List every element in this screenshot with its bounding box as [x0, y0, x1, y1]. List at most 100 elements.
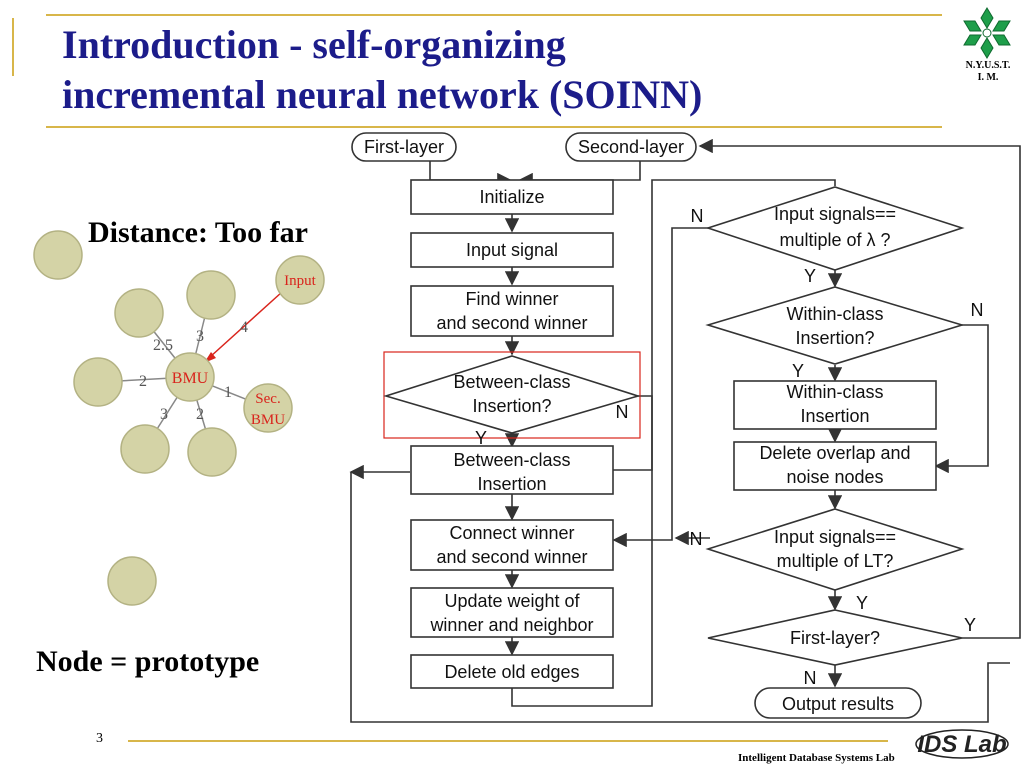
node: [120, 424, 170, 474]
input-node: [275, 255, 325, 305]
slide-title: Introduction - self-organizing increment…: [62, 20, 922, 120]
outer-loop-line: [350, 472, 1010, 723]
connector-firstlayer-yes: [698, 138, 1021, 639]
find-winner-text-1: Find winner: [465, 289, 558, 309]
within-insertion-text-1: Within-class: [786, 382, 883, 402]
connector-within-no: [934, 324, 989, 474]
distance-label: Distance: Too far: [88, 216, 308, 249]
connect-winner-box: [410, 519, 614, 571]
edge-label: 2: [196, 406, 204, 423]
initialize-text: Initialize: [479, 187, 544, 207]
output-results-terminal: [754, 687, 922, 719]
between-question-text-1: Between-class: [453, 372, 570, 392]
connector-delete-edges-loop: [511, 179, 836, 707]
first-layer-no-label: N: [804, 668, 817, 688]
between-insertion-text-2: Insertion: [477, 474, 546, 494]
logo-caption-line-2: I. M.: [977, 72, 999, 83]
update-weight-text-1: Update weight of: [444, 591, 580, 611]
within-insertion-text-2: Insertion: [800, 406, 869, 426]
between-class-decision: [383, 355, 641, 434]
input-label: Input: [284, 273, 316, 289]
page-number: 3: [96, 731, 103, 746]
first-layer-connector: [429, 160, 512, 188]
title-underline: [46, 126, 942, 128]
between-insertion-text-1: Between-class: [453, 450, 570, 470]
first-layer-question-text: First-layer?: [790, 628, 880, 648]
edge-label: 2: [139, 373, 147, 390]
delete-old-edges-text: Delete old edges: [444, 662, 579, 682]
second-layer-connector: [518, 160, 641, 188]
edge-label: 3: [196, 328, 204, 345]
lambda-yes-label: Y: [804, 266, 816, 286]
between-yes-label: Y: [475, 428, 487, 448]
lambda-no-label: N: [691, 206, 704, 226]
first-layer-terminal: [351, 132, 457, 162]
bmu-node: [165, 352, 215, 402]
top-rule: [46, 14, 942, 16]
second-layer-text: Second-layer: [578, 137, 684, 157]
edge-label: 1: [224, 384, 232, 401]
lambda-question-text-2: multiple of λ ?: [779, 230, 890, 250]
edge-label: 3: [160, 406, 168, 423]
node: [33, 230, 83, 280]
initialize-box: [410, 179, 614, 215]
lab-logo-text: IDS Lab: [917, 731, 1006, 758]
delete-overlap-box: [733, 441, 937, 491]
delete-old-edges-box: [410, 654, 614, 689]
input-signal-text: Input signal: [466, 240, 558, 260]
second-layer-terminal: [565, 132, 697, 162]
lt-yes-label: Y: [856, 593, 868, 613]
connect-winner-text-2: and second winner: [436, 547, 587, 567]
bmu-label: BMU: [172, 370, 209, 387]
node: [187, 427, 237, 477]
node: [107, 556, 157, 606]
lt-no-label: N: [690, 529, 703, 549]
output-results-text: Output results: [782, 694, 894, 714]
lab-logo-icon: IDS Lab: [915, 729, 1009, 759]
input-signal-box: [410, 232, 614, 268]
soinn-flowchart: First-layer Second-layer Initialize Inpu…: [349, 132, 1021, 723]
find-winner-text-2: and second winner: [436, 313, 587, 333]
between-insertion-box: [410, 445, 614, 495]
lt-question-text-1: Input signals==: [774, 527, 896, 547]
within-class-decision: [705, 286, 965, 365]
logo-caption-line-1: N.Y.U.S.T.: [965, 60, 1011, 71]
second-bmu-node: [243, 383, 293, 433]
find-winner-box: [410, 285, 614, 337]
connect-winner-text-1: Connect winner: [449, 523, 574, 543]
sec-bmu-label-line-1: Sec.: [255, 391, 280, 407]
node: [186, 270, 236, 320]
title-line-1: Introduction - self-organizing: [62, 22, 566, 67]
lambda-question-text-1: Input signals==: [774, 204, 896, 224]
first-layer-text: First-layer: [364, 137, 444, 157]
first-layer-yes-label: Y: [964, 615, 976, 635]
within-question-text-1: Within-class: [786, 304, 883, 324]
lambda-decision: [705, 186, 965, 271]
footer-rule: [128, 740, 888, 742]
sec-bmu-label-line-2: BMU: [251, 412, 285, 428]
within-no-label: N: [971, 300, 984, 320]
within-question-text-2: Insertion?: [795, 328, 874, 348]
lt-question-text-2: multiple of LT?: [777, 551, 894, 571]
network-illustration: BMU Sec. BMU Input 2.5 3 4 2 1 3 2: [33, 230, 325, 606]
between-question-text-2: Insertion?: [472, 396, 551, 416]
title-line-2: incremental neural network (SOINN): [62, 72, 703, 117]
first-layer-decision: [707, 609, 963, 666]
highlight-box: [383, 351, 641, 439]
between-no-label: N: [616, 402, 629, 422]
lt-decision: [705, 508, 965, 591]
delete-overlap-text-2: noise nodes: [786, 467, 883, 487]
university-logo-caption: N.Y.U.S.T. I. M.: [950, 60, 1024, 84]
left-rule: [12, 18, 14, 76]
input-arrow: [209, 291, 283, 358]
within-insertion-box: [733, 380, 937, 430]
node: [114, 288, 164, 338]
node-prototype-label: Node = prototype: [36, 645, 260, 678]
within-yes-label: Y: [792, 361, 804, 381]
node: [73, 357, 123, 407]
connector-lambda-no: [612, 227, 710, 548]
edge-label: 2.5: [153, 337, 173, 354]
delete-overlap-text-1: Delete overlap and: [759, 443, 910, 463]
update-weight-text-2: winner and neighbor: [429, 615, 593, 635]
update-weight-box: [410, 587, 614, 638]
